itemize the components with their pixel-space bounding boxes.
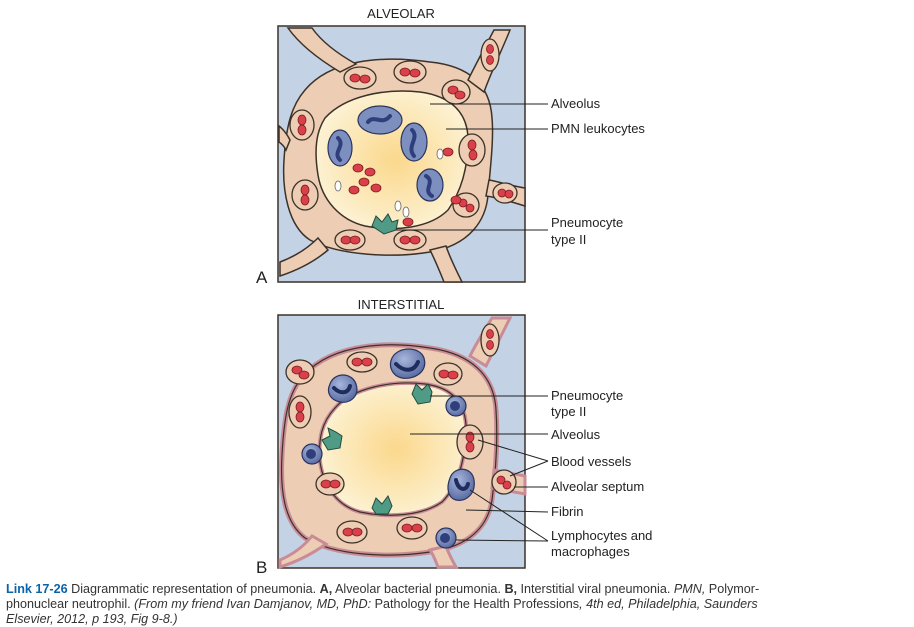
label-alveolar-septum-b: Alveolar septum bbox=[551, 479, 644, 494]
panel-a-letter: A bbox=[256, 268, 268, 287]
caption-line-2: phonuclear neutrophil. (From my friend I… bbox=[6, 597, 910, 612]
leader-lymph-b-2 bbox=[455, 539, 549, 542]
panel-b-letter: B bbox=[256, 558, 267, 577]
macrophage-icon bbox=[389, 348, 426, 379]
label-lymphocytes-b-1: Lymphocytes and bbox=[551, 528, 652, 543]
label-pneumocyte-a-1: Pneumocyte bbox=[551, 215, 623, 230]
label-pmn-a: PMN leukocytes bbox=[551, 121, 645, 136]
pneumocyte-icon bbox=[411, 383, 433, 405]
label-pneumocyte-b-2: type II bbox=[551, 404, 586, 419]
label-pneumocyte-a-2: type II bbox=[551, 232, 586, 247]
label-fibrin-b: Fibrin bbox=[551, 504, 584, 519]
pneumocyte-icon bbox=[371, 213, 399, 235]
panel-a: ALVEOLAR A bbox=[256, 6, 645, 287]
macrophage-icon bbox=[327, 374, 358, 403]
caption-text-5: phonuclear neutrophil. bbox=[6, 597, 135, 611]
caption-line-3: Elsevier, 2012, p 193, Fig 9-8.) bbox=[6, 612, 910, 627]
caption-text-1: Diagrammatic representation of pneumonia… bbox=[67, 582, 320, 596]
caption-line-1: Link 17-26 Diagrammatic representation o… bbox=[6, 582, 910, 597]
leader-blood-vessels-b-2 bbox=[509, 460, 549, 477]
leader-blood-vessels-b-1 bbox=[477, 439, 549, 462]
caption-pmn: PMN, bbox=[673, 582, 706, 596]
leader-fibrin-b bbox=[465, 509, 549, 513]
label-blood-vessels-b: Blood vessels bbox=[551, 454, 632, 469]
caption-source-book: Pathology for the Health Professions bbox=[374, 597, 580, 611]
pneumonia-diagram: ALVEOLAR A bbox=[256, 6, 652, 577]
macrophage-icon bbox=[447, 468, 475, 501]
caption-line3: Elsevier, 2012, p 193, Fig 9-8.) bbox=[6, 612, 178, 626]
label-alveolus-b: Alveolus bbox=[551, 427, 601, 442]
caption-text-4: Polymor- bbox=[705, 582, 760, 596]
panel-b: INTERSTITIAL B bbox=[256, 297, 652, 577]
label-pneumocyte-b-1: Pneumocyte bbox=[551, 388, 623, 403]
caption-a: A, bbox=[319, 582, 333, 596]
label-lymphocytes-b-2: macrophages bbox=[551, 544, 630, 559]
panel-a-title: ALVEOLAR bbox=[367, 6, 435, 21]
pneumocyte-icon bbox=[371, 494, 393, 515]
pmn-leukocyte-icon bbox=[416, 168, 444, 202]
pmn-leukocyte-icon bbox=[357, 105, 403, 135]
panel-b-title: INTERSTITIAL bbox=[358, 297, 445, 312]
figure-caption: Link 17-26 Diagrammatic representation o… bbox=[6, 582, 910, 627]
caption-source-1: (From my friend Ivan Damjanov, MD, PhD: bbox=[134, 597, 375, 611]
capillaries-b bbox=[285, 323, 517, 544]
caption-source-2: , 4th ed, Philadelphia, Saunders bbox=[579, 597, 758, 611]
lymphocyte-icon bbox=[435, 527, 457, 549]
lymphocyte-icon bbox=[301, 443, 323, 465]
leader-lymph-b-1 bbox=[469, 489, 549, 542]
pmn-leukocyte-icon bbox=[327, 129, 353, 167]
capillaries-a bbox=[289, 38, 518, 251]
lymphocyte-icon bbox=[445, 395, 467, 417]
rbc-icon bbox=[348, 147, 462, 227]
caption-b: B, bbox=[504, 582, 518, 596]
exudate-droplets bbox=[334, 148, 444, 218]
pneumocyte-icon bbox=[321, 427, 343, 451]
caption-text-3: Interstitial viral pneumonia. bbox=[517, 582, 674, 596]
label-alveolus-a: Alveolus bbox=[551, 96, 601, 111]
caption-link[interactable]: Link 17-26 bbox=[6, 582, 68, 596]
pmn-leukocyte-icon bbox=[400, 122, 428, 162]
caption-text-2: Alveolar bacterial pneumonia. bbox=[332, 582, 505, 596]
